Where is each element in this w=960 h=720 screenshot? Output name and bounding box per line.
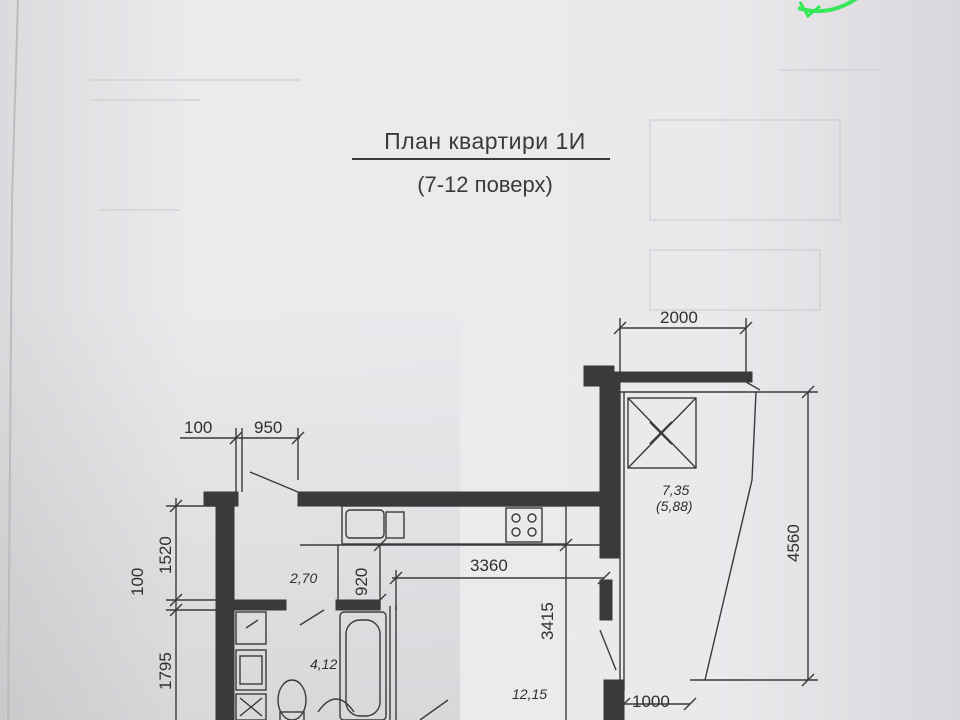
dim-balcony-width: 2000	[660, 308, 698, 327]
kitchen-top-wall	[297, 491, 621, 507]
sink-icon	[345, 509, 385, 539]
bath-top-wall-right	[335, 599, 381, 611]
area-room: 12,15	[512, 686, 548, 702]
plan-title: План квартири 1И	[384, 128, 586, 154]
bath-top-wall	[229, 599, 287, 611]
dim-left-1520: 1520	[156, 536, 175, 574]
bathtub-icon	[339, 611, 387, 720]
area-balcony-reduced: (5,88)	[656, 498, 693, 514]
dim-top-100: 100	[184, 418, 213, 437]
shaft-box	[235, 611, 267, 645]
arrow-marker-icon	[797, 0, 858, 19]
dim-left-100: 100	[128, 567, 147, 596]
column-wall	[599, 579, 613, 621]
utility-box	[235, 649, 267, 691]
area-bathroom: 4,12	[310, 656, 338, 672]
dim-left-1795: 1795	[156, 652, 175, 690]
dim-bottom-1000: 1000	[632, 692, 670, 711]
dim-room-3360: 3360	[470, 556, 508, 575]
plan-subtitle: (7-12 поверх)	[417, 172, 553, 197]
dim-room-3415: 3415	[538, 602, 557, 640]
partition-wall-vertical	[599, 371, 621, 559]
balcony-top-wall	[599, 371, 753, 383]
title-underline	[352, 158, 610, 160]
area-hall: 2,70	[290, 570, 318, 586]
dim-balcony-depth: 4560	[784, 524, 803, 562]
window-cross-icon	[627, 397, 697, 469]
stove-icon	[505, 507, 543, 543]
column-wall-lower	[603, 679, 625, 720]
balcony-outline	[620, 391, 757, 681]
area-balcony: 7,35	[662, 482, 690, 498]
dim-top-950: 950	[254, 418, 283, 437]
toilet-icon	[277, 679, 307, 720]
washbasin-icon	[317, 698, 355, 713]
kitchen-counter	[341, 505, 567, 545]
dim-bath-920: 920	[352, 567, 371, 596]
